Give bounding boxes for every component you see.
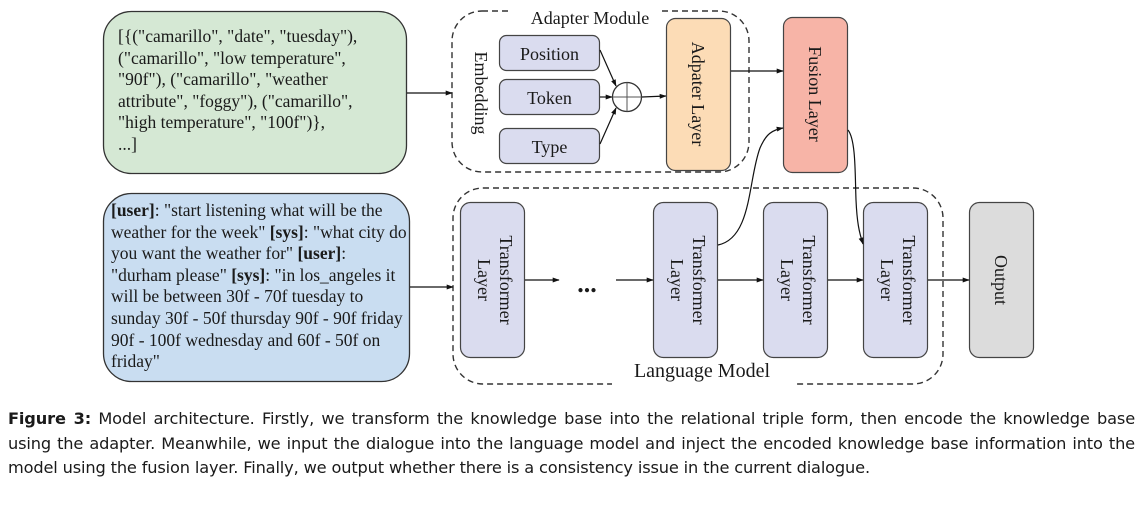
fusion-layer-box xyxy=(782,16,849,174)
adapter-module-container xyxy=(451,10,750,173)
kb-line: [{("camarillo", "date", "tuesday"), xyxy=(118,26,358,46)
svg-text:Transformer: Transformer xyxy=(689,235,709,324)
speaker-tag: [sys] xyxy=(231,264,266,285)
utterance: : "durham please" xyxy=(111,243,347,285)
knowledge-base-text: [{("camarillo", "date", "tuesday"), ("ca… xyxy=(118,26,357,156)
type-embedding-box xyxy=(498,127,601,165)
knowledge-base-box xyxy=(102,10,408,175)
svg-text:Transformer: Transformer xyxy=(899,235,919,324)
utterance: : "what city do you want the weather for… xyxy=(111,221,407,264)
fusion-to-layer4-arrow xyxy=(847,129,864,245)
svg-text:Layer: Layer xyxy=(474,259,494,301)
position-to-sum-arrow xyxy=(599,49,617,87)
speaker-tag: [sys] xyxy=(269,221,304,242)
svg-text:Transformer: Transformer xyxy=(799,235,819,324)
layer-ellipsis: ... xyxy=(577,269,597,298)
transformer-layer-4: Transformer Layer xyxy=(862,201,929,359)
speaker-tag: [user] xyxy=(297,243,342,264)
kb-line: "high temperature", "100f")}, xyxy=(118,112,326,133)
figure-caption: Figure 3: Model architecture. Firstly, w… xyxy=(8,407,1135,481)
adapter-module-title: Adapter Module xyxy=(531,8,649,28)
output-label: Output xyxy=(991,255,1011,305)
svg-text:Layer: Layer xyxy=(777,259,797,301)
adapter-layer-label: Adpater Layer xyxy=(688,42,708,146)
type-to-sum-arrow xyxy=(599,107,617,145)
caption-text: Model architecture. Firstly, we transfor… xyxy=(8,409,1136,477)
kb-line: attribute", "foggy"), ("camarillo", xyxy=(118,90,353,111)
token-embedding-box xyxy=(498,78,601,116)
svg-text:Layer: Layer xyxy=(667,259,687,301)
kb-line: ("camarillo", "low temperature", xyxy=(118,47,346,68)
kb-line: "90f"), ("camarillo", "weather xyxy=(118,69,328,90)
layer2-to-fusion-arrow xyxy=(717,126,784,246)
position-embedding-box xyxy=(498,34,601,72)
sum-to-adapter-arrow xyxy=(641,93,667,99)
adapter-layer-box xyxy=(665,17,732,172)
architecture-diagram: Adapter Module Embedding Position Token … xyxy=(102,8,1035,385)
position-embedding-label: Position xyxy=(520,44,579,64)
utterance: : "start listening what will be the weat… xyxy=(111,200,383,242)
transformer-layer-2: Transformer Layer xyxy=(652,201,719,359)
kb-line: ...] xyxy=(118,133,137,154)
svg-text:Transformer: Transformer xyxy=(496,235,516,324)
token-embedding-label: Token xyxy=(527,88,572,108)
language-model-title: Language Model xyxy=(634,360,771,382)
type-embedding-label: Type xyxy=(532,137,568,157)
transformer-layer-1: Transformer Layer xyxy=(459,201,526,359)
figure-label: Figure 3: xyxy=(8,409,92,428)
transformer-layer-3: Transformer Layer xyxy=(762,201,829,359)
dialogue-box xyxy=(102,192,411,383)
embedding-label: Embedding xyxy=(471,52,491,135)
svg-text:Layer: Layer xyxy=(877,259,897,301)
utterance: : "in los_angeles it will be between 30f… xyxy=(111,264,403,372)
speaker-tag: [user] xyxy=(111,200,155,220)
fusion-layer-label: Fusion Layer xyxy=(805,46,825,141)
sum-icon xyxy=(611,81,643,113)
dialogue-text: [user]: "start listening what will be th… xyxy=(111,200,407,373)
